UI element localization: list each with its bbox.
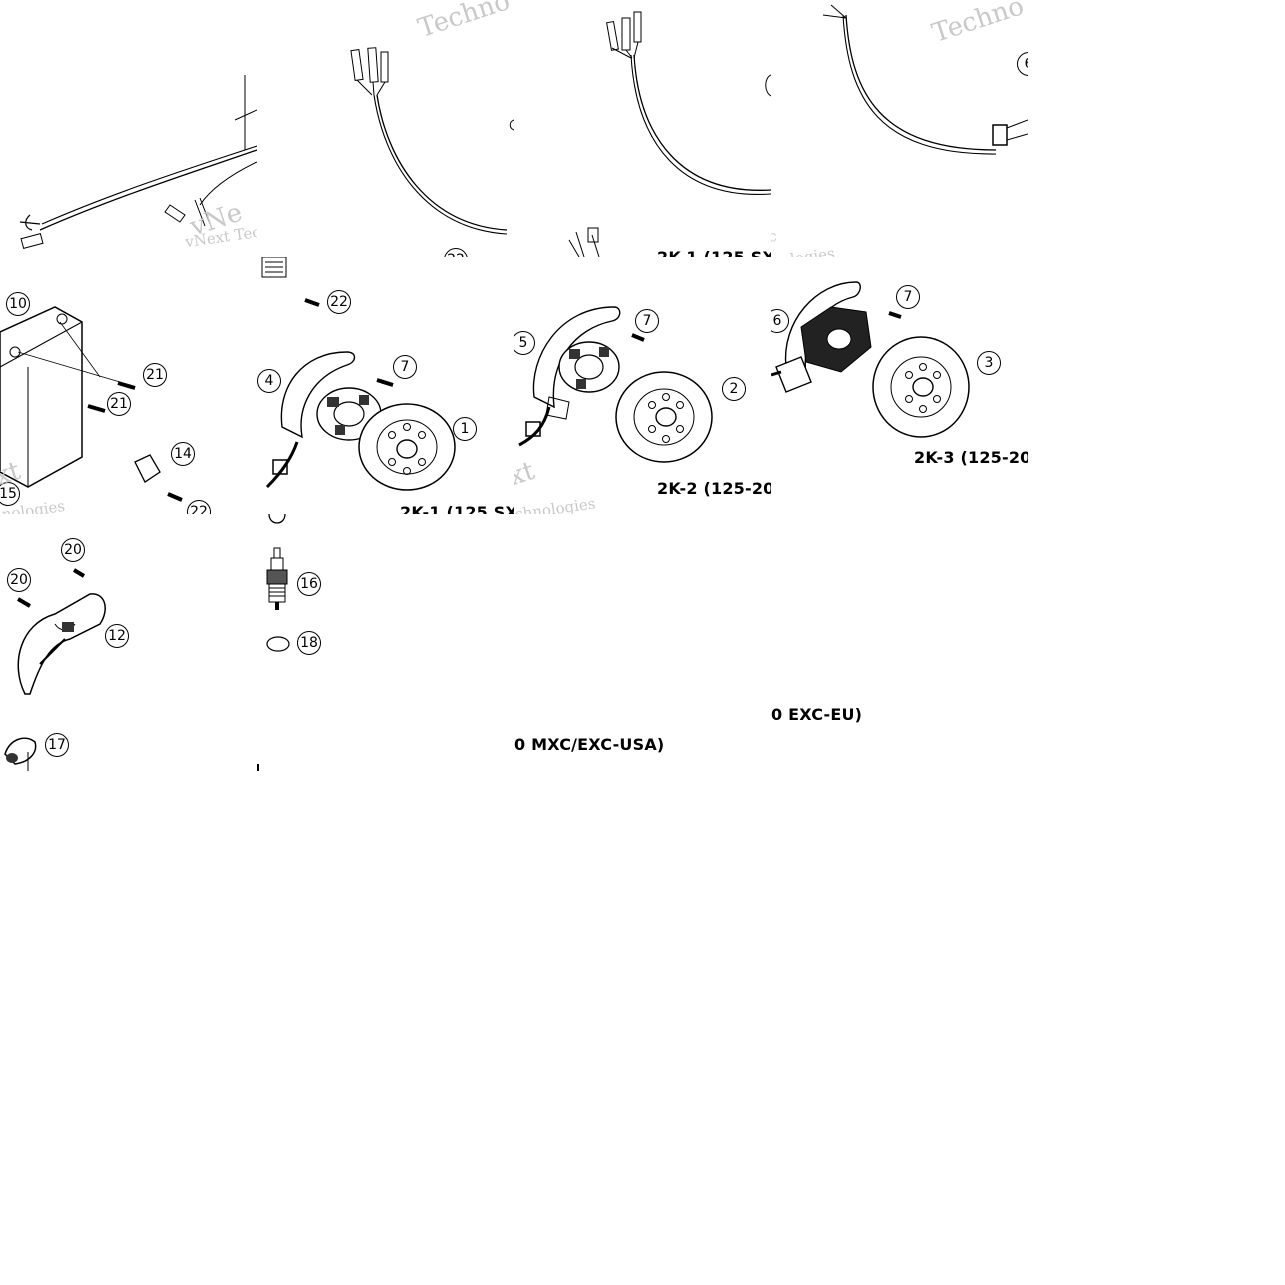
callout-16: 16 — [297, 572, 321, 596]
callout-12: 12 — [105, 624, 129, 648]
caption-2k1-top: 2K-1 (125 SX) — [657, 248, 771, 257]
caption-2k1: 2K-1 (125 SX) — [400, 503, 514, 514]
tile-2k3-ignition: 6 7 3 2K-3 (125-200 — [771, 257, 1028, 514]
tile-2k1-ignition: 22 4 7 1 2K-1 (125 SX) — [257, 257, 514, 514]
callout-5: 5 — [514, 331, 535, 355]
tile-2k2-ignition: 5 7 2 2K-2 (125-200 xt chnologies — [514, 257, 771, 514]
callout-14: 14 — [171, 442, 195, 466]
callout-7-c: 7 — [896, 285, 920, 309]
tile-spark-plug: 16 18 — [257, 514, 514, 771]
callout-15: 15 — [0, 482, 20, 506]
callout-3: 3 — [977, 351, 1001, 375]
callout-2: 2 — [722, 377, 746, 401]
caption-2k3: 2K-3 (125-200 — [914, 448, 1028, 467]
callout-18: 18 — [297, 631, 321, 655]
tile-stator-lead-b: 2K-1 (125 SX) — [514, 0, 771, 257]
caption-fragment-exc-eu: 0 EXC-EU) — [771, 705, 863, 724]
tile-stator-lead-c: Techno 6 vNext Tec ologies — [771, 0, 1028, 257]
tile-fragment-usa: 0 MXC/EXC-USA) — [514, 514, 771, 771]
callout-21-b: 21 — [107, 392, 131, 416]
tile-cdi-box: 10 21 21 14 15 22 xt hnologies — [0, 257, 257, 514]
caption-2k2: 2K-2 (125-200 — [657, 479, 771, 498]
callout-7-b: 7 — [635, 309, 659, 333]
tile-fragment-eu: 0 EXC-EU) — [771, 514, 1028, 771]
callout-6-b: 6 — [771, 309, 789, 333]
callout-20-a: 20 — [61, 538, 85, 562]
callout-1: 1 — [453, 417, 477, 441]
callout-7-a: 7 — [393, 355, 417, 379]
callout-22-c: 22 — [327, 290, 351, 314]
callout-21-a: 21 — [143, 363, 167, 387]
caption-fragment-mxc-exc-usa: 0 MXC/EXC-USA) — [514, 735, 665, 754]
tile-stator-lead-a: Techno 22 — [257, 0, 514, 257]
callout-4: 4 — [257, 369, 281, 393]
callout-10: 10 — [6, 292, 30, 316]
callout-17: 17 — [45, 733, 69, 757]
tile-ignition-coil: 20 20 12 17 — [0, 514, 257, 771]
tile-wiring-cdi: vNext Tec vNe — [0, 0, 257, 257]
callout-20-b: 20 — [7, 568, 31, 592]
